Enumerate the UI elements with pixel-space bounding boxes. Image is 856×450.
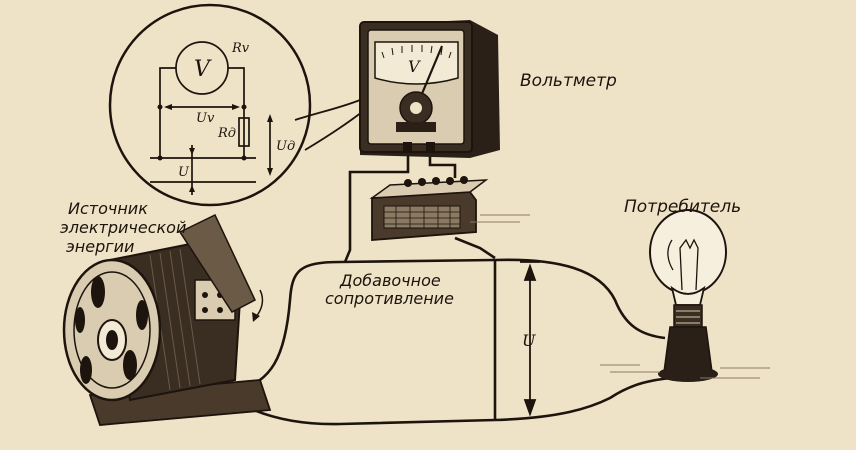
resistor-label-line2: сопротивление: [325, 289, 454, 308]
source-label-line2: электрической: [60, 218, 186, 237]
ground-hatching: [470, 214, 770, 379]
source-label-line3: энергии: [66, 237, 134, 256]
inset-u-label: U: [178, 165, 190, 180]
inset-rv-label: Rv: [231, 41, 250, 56]
inset-ud-label: Uд: [276, 139, 295, 154]
callout-pointer: [294, 99, 363, 151]
voltage-arrow: [520, 261, 540, 417]
meter-face-symbol: V: [408, 57, 421, 76]
generator: [62, 213, 272, 426]
voltmeter-label: Вольтметр: [520, 71, 617, 91]
consumer-label: Потребитель: [624, 197, 741, 217]
additional-resistor: [369, 176, 489, 241]
inset-meter-symbol: V: [194, 57, 212, 82]
voltmeter: V: [359, 20, 500, 158]
inset-uv-label: Uv: [196, 111, 215, 126]
voltage-label: U: [522, 331, 536, 350]
inset-rd-label: Rд: [217, 126, 236, 141]
wires: [224, 148, 673, 426]
lamp: [649, 209, 727, 382]
source-label-line1: Источник: [68, 199, 148, 218]
resistor-label-line1: Добавочное: [339, 271, 441, 290]
schematic-inset: V Rv Uv Rд Uд U: [108, 3, 312, 207]
